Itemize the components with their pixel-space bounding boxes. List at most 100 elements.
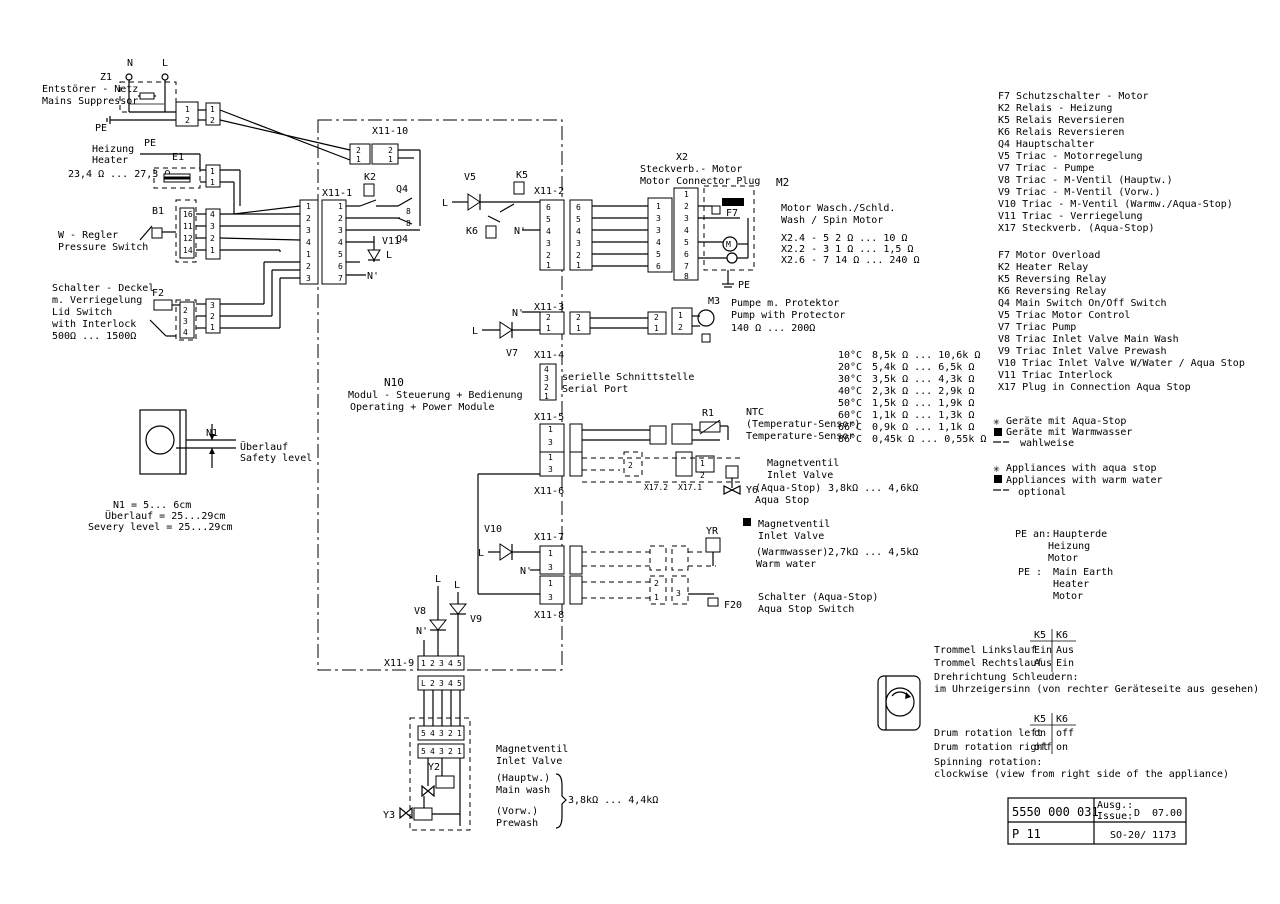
legend-en-12: X17 Plug in Connection Aqua Stop xyxy=(998,382,1191,393)
svg-text:4: 4 xyxy=(306,238,311,247)
svg-text:1: 1 xyxy=(338,202,343,211)
b1-pin-2: 11 xyxy=(183,222,193,231)
n1-label-en: Safety level xyxy=(240,453,312,464)
warm-water-symbol-de xyxy=(994,428,1002,436)
ntc-temp-7: 66°C xyxy=(838,422,862,433)
y6-value: 3,8kΩ ... 4,6kΩ xyxy=(828,483,918,494)
svg-text:2: 2 xyxy=(684,202,689,211)
x11-9-pin-5: 5 xyxy=(457,659,462,668)
e1-value: 23,4 Ω ... 27,3 Ω xyxy=(68,169,170,180)
ntc-label-1: NTC xyxy=(746,407,764,418)
svg-text:3: 3 xyxy=(576,239,581,248)
yr-label-1: Magnetventil xyxy=(758,519,830,530)
legend-en-1: F7 Motor Overload xyxy=(998,250,1100,261)
legend-de-6: V5 Triac - Motorregelung xyxy=(998,151,1143,162)
relay-k2-q4-v11: K2 Q4 Q4 88 V11 L xyxy=(359,172,413,262)
f2-pin-2: 3 xyxy=(183,317,188,326)
pe-de-3: Motor xyxy=(1048,553,1078,564)
drum-en-row2-k6: on xyxy=(1056,742,1068,753)
e1-label-de: Heizung xyxy=(92,144,134,155)
drum-head-k5-en: K5 xyxy=(1034,714,1046,725)
svg-text:5: 5 xyxy=(421,747,426,756)
svg-text:4: 4 xyxy=(430,747,435,756)
ausg-label: Ausg.: xyxy=(1097,800,1133,811)
z1-id: Z1 xyxy=(100,72,112,83)
legend-de-5: Q4 Hauptschalter xyxy=(998,139,1094,150)
serial-label-en: Serial Port xyxy=(562,384,628,395)
sym-en-2: Appliances with warm water xyxy=(1006,475,1163,486)
l-label-5: L xyxy=(435,574,441,585)
m3-label-en: Pump with Protector xyxy=(731,310,845,321)
svg-text:1: 1 xyxy=(654,324,659,333)
pe-legend: PE an: Haupterde Heizung Motor PE : Main… xyxy=(1015,529,1113,602)
svg-text:2: 2 xyxy=(546,313,551,322)
svg-text:1: 1 xyxy=(306,250,311,259)
pe-en-3: Motor xyxy=(1053,591,1083,602)
legend-en-11: V11 Triac Interlock xyxy=(998,370,1112,381)
n1-value-3: Severy level = 25...29cm xyxy=(88,522,233,533)
f2-label-2: m. Verriegelung xyxy=(52,295,142,306)
svg-text:2: 2 xyxy=(546,251,551,260)
mid-pin-3: 3 xyxy=(439,679,444,688)
svg-text:6: 6 xyxy=(546,203,551,212)
title-block: 5550 000 031 Ausg.: Issue: D 07.00 P 11 … xyxy=(1007,797,1187,845)
svg-text:1: 1 xyxy=(388,155,393,164)
b1-label-de: W - Regler xyxy=(58,230,118,241)
svg-text:1: 1 xyxy=(548,549,553,558)
mid-pin-1: L xyxy=(421,679,426,688)
svg-text:2: 2 xyxy=(338,214,343,223)
z1-pe-label: PE xyxy=(95,123,107,134)
svg-text:5: 5 xyxy=(546,215,551,224)
x11-10-label: X11-10 xyxy=(372,126,408,137)
b1-id: B1 xyxy=(152,206,164,217)
svg-text:1: 1 xyxy=(185,105,190,114)
pe-en-1: Main Earth xyxy=(1053,567,1113,578)
x17-1-label: X17.1 xyxy=(678,483,702,492)
issue-label: Issue: xyxy=(1097,811,1133,822)
f7-label: F7 xyxy=(726,208,738,219)
y6-label-4: Aqua Stop xyxy=(755,495,809,506)
v5-label: V5 xyxy=(464,172,476,183)
svg-text:2: 2 xyxy=(576,313,581,322)
svg-text:1: 1 xyxy=(306,202,311,211)
f2-label-3: Lid Switch xyxy=(52,307,112,318)
module-id: N10 xyxy=(384,376,404,389)
svg-text:3: 3 xyxy=(210,222,215,231)
svg-text:1: 1 xyxy=(548,579,553,588)
m2-label-de: Motor Wasch./Schld. xyxy=(781,203,895,214)
y23-label-3: (Hauptw.) xyxy=(496,773,550,784)
connector-x11-10: X11-10 21 21 xyxy=(349,126,421,226)
ntc-temp-3: 30°C xyxy=(838,374,862,385)
x11-3-label: X11-3 xyxy=(534,302,564,313)
inlet-valve-triacs-v8-v9: L L V8 V9 N' xyxy=(414,574,482,656)
svg-text:1: 1 xyxy=(210,323,215,332)
module-label-en: Operating + Power Module xyxy=(350,402,495,413)
ntc-res-4: 2,3k Ω ... 2,9k Ω xyxy=(872,386,974,397)
legend-de-8: V8 Triac - M-Ventil (Hauptw.) xyxy=(998,175,1173,186)
svg-text:1: 1 xyxy=(210,105,215,114)
svg-text:1: 1 xyxy=(210,246,215,255)
v7-label: V7 xyxy=(506,348,518,359)
k5-label: K5 xyxy=(516,170,528,181)
x11-4-label: X11-4 xyxy=(534,350,564,361)
drum-en-row1-label: Drum rotation left xyxy=(934,728,1042,739)
aqua-stop-switch-f20: 13 21 3 X11-8 F20 Schalter (Aqua-Stop) A… xyxy=(534,575,878,621)
n1-value-1: N1 = 5... 6cm xyxy=(113,500,191,511)
y23-label-6: Prewash xyxy=(496,818,538,829)
ntc-temp-5: 50°C xyxy=(838,398,862,409)
svg-text:1: 1 xyxy=(546,261,551,270)
legend-de-1: F7 Schutzschalter - Motor xyxy=(998,91,1149,102)
x11-1-label: X11-1 xyxy=(322,188,352,199)
x11-9-pin-1: 1 xyxy=(421,659,426,668)
svg-text:3: 3 xyxy=(544,374,549,383)
svg-text:1: 1 xyxy=(544,392,549,401)
module-label-de: Modul - Steuerung + Bedienung xyxy=(348,390,523,401)
svg-text:2: 2 xyxy=(654,579,659,588)
low-pin-5: 1 xyxy=(457,729,462,738)
x11-9-pin-4: 4 xyxy=(448,659,453,668)
symbol-legend: ✳ Geräte mit Aqua-Stop Geräte mit Warmwa… xyxy=(993,415,1163,498)
m3-label-de: Pumpe m. Protektor xyxy=(731,298,839,309)
yr-label-4: Warm water xyxy=(756,559,816,570)
